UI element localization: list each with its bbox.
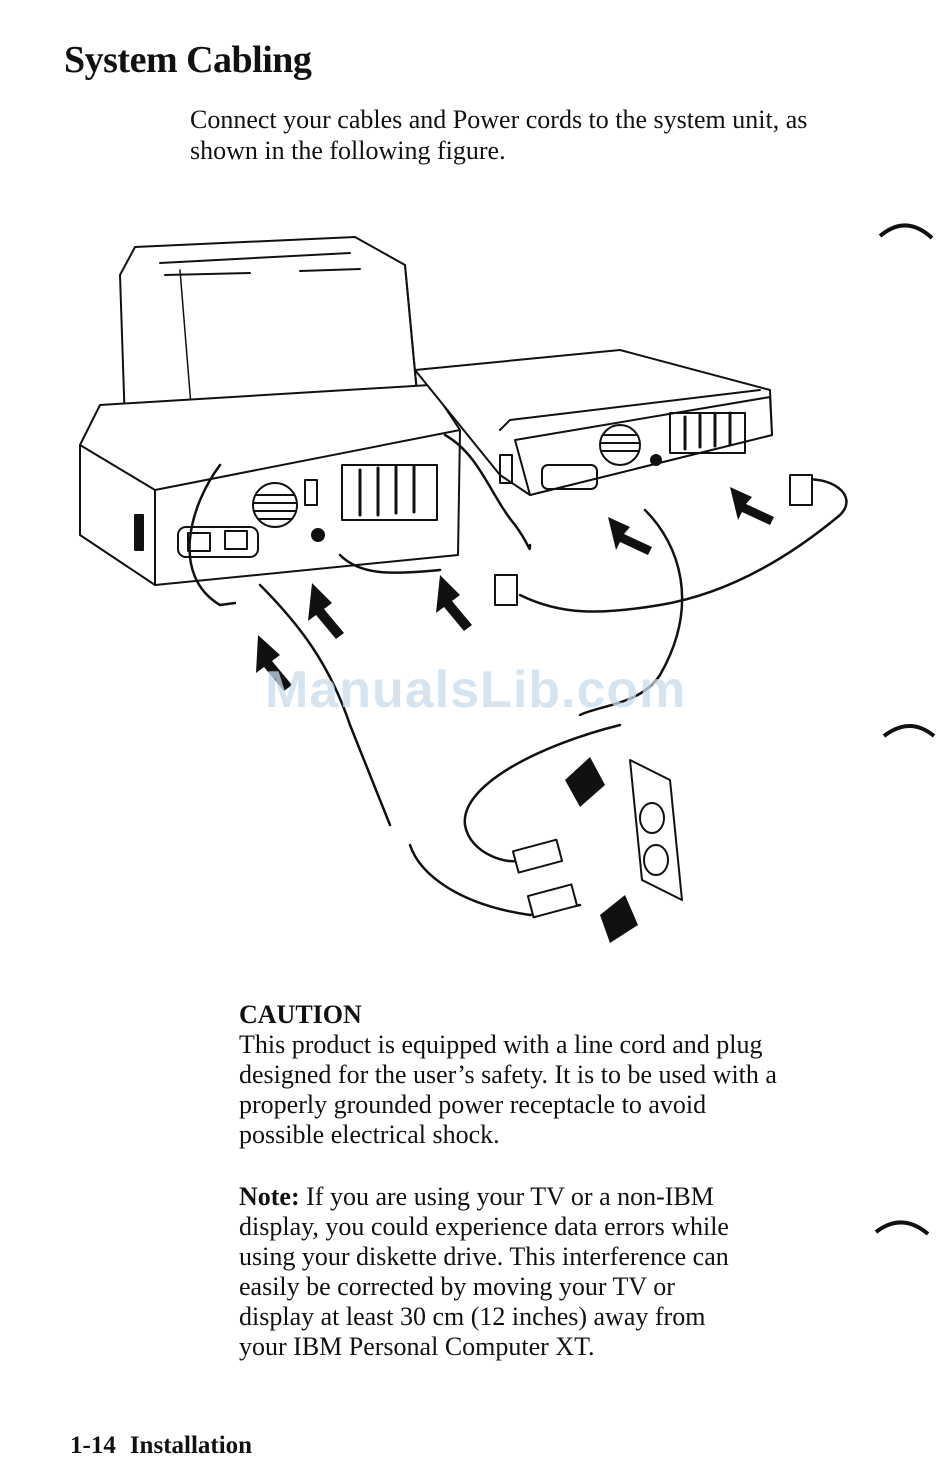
note-line: display at least 30 cm (12 inches) away … (239, 1302, 706, 1331)
binder-hole-mark (882, 724, 936, 738)
note-line: using your diskette drive. This interfer… (239, 1242, 729, 1271)
system-cabling-figure (60, 225, 880, 965)
caution-heading: CAUTION (239, 1000, 362, 1029)
intro-paragraph: Connect your cables and Power cords to t… (190, 105, 808, 165)
section-name: Installation (129, 1432, 253, 1459)
caution-line: possible electrical shock. (239, 1120, 500, 1149)
note-line: display, you could experience data error… (239, 1212, 729, 1241)
page-number: 1-14 (70, 1432, 116, 1459)
watermark: ManualsLib.com (265, 661, 687, 719)
caution-line: designed for the user’s safety. It is to… (239, 1060, 777, 1089)
page-title: System Cabling (64, 39, 312, 81)
expansion-unit-illustration (79, 384, 461, 586)
plugs-illustration (494, 474, 813, 919)
binder-hole-mark (874, 1220, 930, 1236)
note-line: your IBM Personal Computer XT. (239, 1332, 595, 1361)
arrows-illustration (256, 487, 774, 943)
note-block: Note: If you are using your TV or a non-… (239, 1182, 879, 1362)
note-first-line: Note: If you are using your TV or a non-… (239, 1182, 879, 1212)
note-line: easily be corrected by moving your TV or (239, 1272, 675, 1301)
caution-block: CAUTION This product is equipped with a … (239, 1000, 879, 1150)
caution-line: This product is equipped with a line cor… (239, 1030, 763, 1059)
page-footer: 1-14 Installation (70, 1432, 266, 1460)
binder-hole-mark (878, 223, 934, 240)
system-unit-illustration (414, 349, 773, 496)
outlet-illustration (629, 759, 683, 901)
caution-line: properly grounded power receptacle to av… (239, 1090, 707, 1119)
note-text: If you are using your TV or a non-IBM (306, 1182, 714, 1211)
note-label: Note: (239, 1182, 300, 1211)
